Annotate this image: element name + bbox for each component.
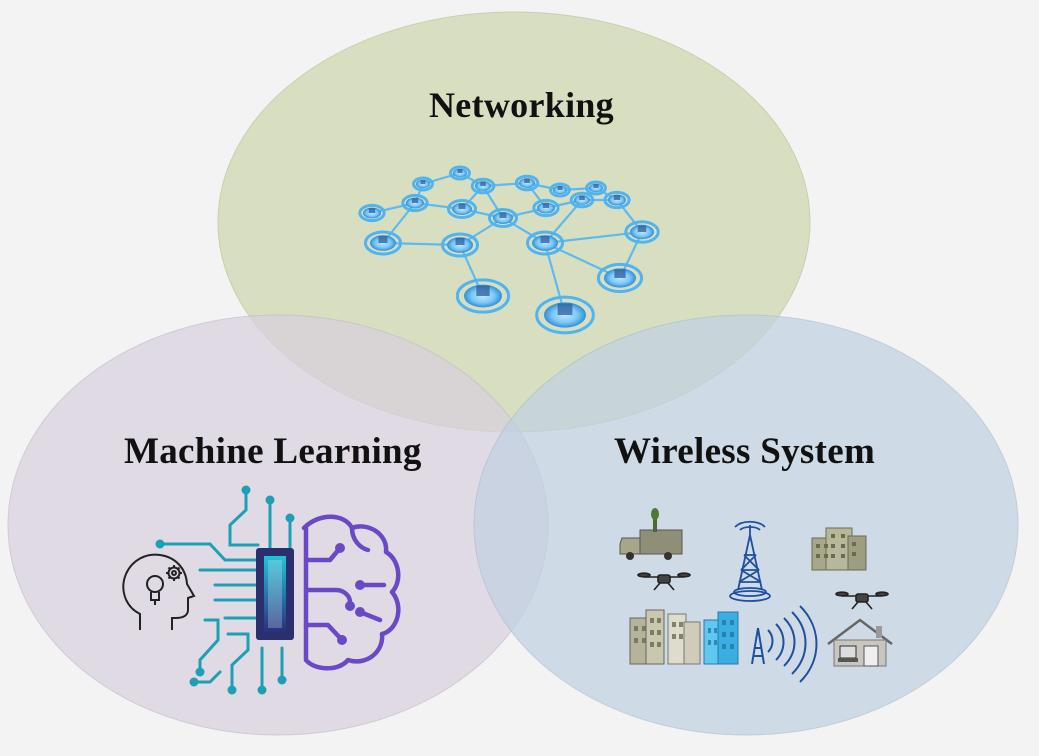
- wireless-system-label: Wireless System: [614, 431, 876, 472]
- radio-antenna-icon: [751, 605, 818, 683]
- network-device: [540, 235, 550, 243]
- network-node-ring: [569, 191, 595, 209]
- cell-tower-icon: [729, 520, 771, 602]
- network-node-ring: [596, 262, 644, 294]
- truck-antenna-icon: [619, 508, 683, 560]
- network-device: [420, 180, 426, 184]
- network-node-ring: [358, 203, 386, 223]
- network-node-ring: [401, 193, 429, 213]
- network-device: [455, 237, 465, 245]
- head-lightbulb-gear-icon: [122, 553, 196, 630]
- network-device: [637, 225, 647, 232]
- network-node-ring: [549, 182, 571, 198]
- network-device: [557, 186, 563, 190]
- drone-icon: [637, 572, 691, 591]
- network-device: [378, 235, 388, 243]
- network-device: [480, 181, 486, 186]
- city-buildings-icon: [629, 609, 739, 665]
- network-topology-icon: [358, 165, 660, 335]
- network-device: [557, 303, 573, 315]
- network-node-ring: [412, 176, 434, 192]
- network-device: [411, 198, 419, 203]
- network-device: [579, 195, 585, 200]
- network-device: [593, 184, 599, 188]
- network-node-ring: [363, 230, 403, 256]
- network-device: [368, 208, 376, 213]
- network-node-ring: [532, 198, 560, 218]
- network-device: [613, 195, 621, 200]
- network-node-ring: [535, 295, 595, 335]
- networking-label: Networking: [429, 85, 614, 125]
- network-node-ring: [455, 278, 511, 314]
- network-node-ring: [603, 190, 631, 210]
- building-icon: [811, 527, 867, 571]
- network-node-ring: [585, 180, 607, 196]
- network-device: [458, 203, 466, 209]
- network-node-ring: [449, 165, 471, 181]
- house-computer-icon: [827, 618, 893, 667]
- network-node-ring: [470, 177, 496, 195]
- network-device: [542, 203, 550, 208]
- network-device: [476, 285, 490, 296]
- network-node-ring: [525, 230, 565, 256]
- network-node-ring: [514, 174, 540, 192]
- network-device: [524, 178, 530, 183]
- network-node-ring: [440, 232, 480, 258]
- machine-learning-label: Machine Learning: [124, 431, 422, 472]
- drone-icon: [835, 591, 889, 610]
- circuit-brain-icon: [155, 485, 401, 695]
- network-device: [614, 269, 626, 278]
- network-node-ring: [447, 199, 477, 219]
- circle-wireless-system: [473, 314, 1019, 736]
- network-node-ring: [488, 208, 518, 228]
- circle-machine-learning: [7, 314, 549, 736]
- network-device: [499, 212, 507, 218]
- network-node-ring: [624, 220, 660, 244]
- network-device: [457, 169, 463, 173]
